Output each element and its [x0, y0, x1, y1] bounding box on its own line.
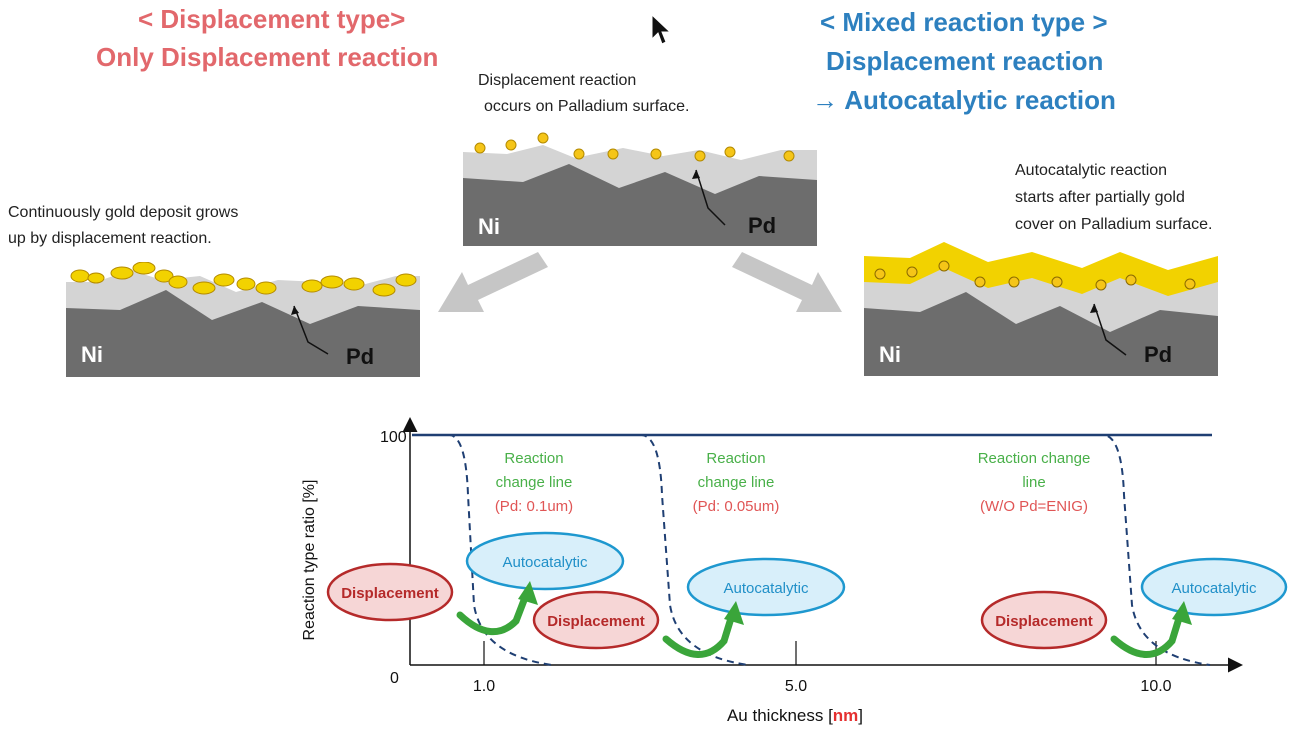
displacement-label: Displacement [341, 585, 439, 602]
note-left-line2: up by displacement reaction. [8, 230, 212, 247]
note-left-line1: Continuously gold deposit grows [8, 204, 239, 221]
svg-text:line: line [1022, 474, 1045, 491]
svg-text:Reaction change: Reaction change [978, 450, 1091, 467]
note-right-line1: Autocatalytic reaction [1015, 162, 1168, 179]
pd-pointer-line [293, 305, 329, 355]
curve-enig [412, 434, 1211, 666]
reaction-change-label-1: Reaction change line (Pd: 0.1um) [495, 450, 573, 515]
gold-particles [474, 132, 795, 162]
right-cross-section: Ni Pd [864, 242, 1218, 376]
nickel-layer [463, 164, 817, 246]
reaction-change-label-2: Reaction change line (Pd: 0.05um) [693, 450, 780, 515]
svg-text:Reaction: Reaction [706, 450, 765, 467]
autocatalytic-label: Autocatalytic [502, 554, 588, 571]
left-cross-section: Ni Pd [66, 262, 420, 377]
curve-pd-0.1um [412, 434, 553, 666]
x-axis-label: Au thickness [nm] [727, 706, 863, 725]
displacement-ellipse [532, 590, 660, 650]
origin-label: 0 [390, 670, 399, 687]
note-center-line2: occurs on Palladium surface. [484, 98, 690, 115]
autocatalytic-ellipse [465, 531, 625, 591]
displacement-ellipse [326, 562, 454, 622]
x-tick-label: 1.0 [473, 678, 495, 695]
right-title-line2: Displacement reaction [826, 46, 1104, 76]
left-title-line2: Only Displacement reaction [96, 42, 439, 72]
right-title-line1: < Mixed reaction type > [820, 7, 1108, 37]
autocatalytic-label: Autocatalytic [723, 580, 809, 597]
pd-pointer-line [695, 169, 726, 226]
ni-label: Ni [879, 342, 901, 367]
svg-text:(W/O Pd=ENIG): (W/O Pd=ENIG) [980, 498, 1088, 515]
note-right-line3: cover on Palladium surface. [1015, 216, 1213, 233]
transition-arrow-icon [662, 611, 736, 658]
svg-text:change line: change line [496, 474, 573, 491]
reaction-ratio-chart: 100 0 1.0 5.0 10.0 Reaction type ratio [… [301, 417, 1288, 725]
svg-text:(Pd: 0.05um): (Pd: 0.05um) [693, 498, 780, 515]
left-title-line1: < Displacement type> [138, 4, 406, 34]
ni-label: Ni [478, 214, 500, 239]
reaction-change-label-3: Reaction change line (W/O Pd=ENIG) [978, 450, 1091, 515]
note-center-line1: Displacement reaction [478, 72, 637, 89]
left-branch-arrow-icon [438, 252, 548, 312]
x-tick-label: 5.0 [785, 678, 807, 695]
center-cross-section: Ni Pd [463, 132, 817, 246]
mouse-cursor-icon [651, 13, 672, 45]
transition-arrow-icon [1110, 611, 1184, 658]
pd-label: Pd [748, 213, 776, 238]
right-title-line3: → Autocatalytic reaction [812, 85, 1116, 115]
svg-text:Reaction: Reaction [504, 450, 563, 467]
nickel-layer [864, 292, 1218, 376]
x-tick-label: 10.0 [1140, 678, 1171, 695]
gold-deposit [70, 262, 417, 297]
gold-particles [874, 260, 1196, 291]
pd-pointer-line [1093, 303, 1127, 356]
svg-text:change line: change line [698, 474, 775, 491]
branch-arrows [438, 252, 842, 312]
note-right-line2: starts after partially gold [1015, 189, 1185, 206]
transition-arrow-icon [456, 591, 530, 636]
displacement-label: Displacement [995, 613, 1093, 630]
pd-label: Pd [346, 344, 374, 369]
ni-label: Ni [81, 342, 103, 367]
autocatalytic-ellipse [1140, 557, 1288, 617]
displacement-label: Displacement [547, 613, 645, 630]
y-axis-label: Reaction type ratio [%] [301, 480, 318, 641]
autocatalytic-ellipse [686, 557, 846, 617]
autocatalytic-label: Autocatalytic [1171, 580, 1257, 597]
y-tick-label-100: 100 [380, 429, 407, 446]
pd-label: Pd [1144, 342, 1172, 367]
displacement-ellipse [980, 590, 1108, 650]
nickel-layer [66, 290, 420, 377]
right-branch-arrow-icon [732, 252, 842, 312]
svg-text:(Pd: 0.1um): (Pd: 0.1um) [495, 498, 573, 515]
